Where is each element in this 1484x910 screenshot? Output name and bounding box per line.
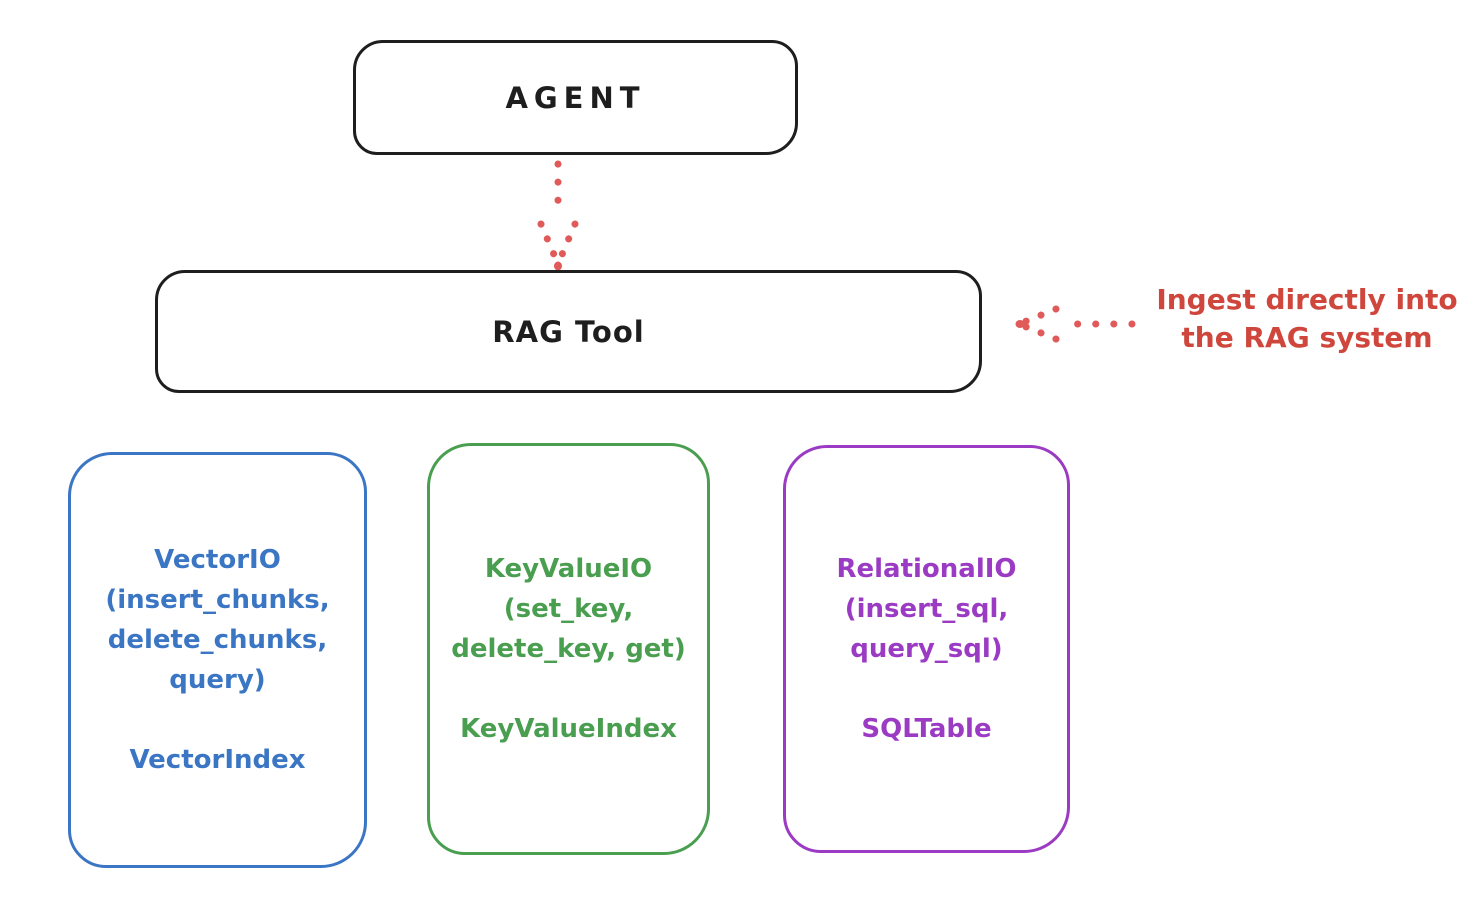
vector-io-label-line: VectorIO — [154, 545, 281, 575]
agent-label: AGENT — [505, 80, 646, 115]
agent-to-rag-arrow — [537, 160, 579, 271]
ingest-annotation: Ingest directly into the RAG system — [1135, 281, 1479, 357]
rag-tool-label: RAG Tool — [492, 314, 645, 349]
ingest-annotation-arrow — [1015, 305, 1136, 343]
arrowhead-right — [557, 220, 579, 261]
relational-io-label-line: RelationalIO — [836, 554, 1017, 584]
annotation-line: Ingest directly into — [1156, 283, 1458, 316]
relational-io-node: RelationalIO (insert_sql, query_sql) SQL… — [783, 445, 1070, 853]
vector-index-label: VectorIndex — [129, 745, 306, 775]
key-value-index-label: KeyValueIndex — [460, 714, 677, 744]
arrowhead-tip — [1015, 320, 1025, 328]
relational-io-label-line: query_sql) — [850, 634, 1003, 664]
arrowhead-left — [537, 220, 559, 261]
arrowhead-tip — [554, 261, 562, 271]
vector-io-label-line: delete_chunks, — [107, 625, 328, 655]
key-value-io-label-line: (set_key, — [503, 594, 634, 624]
annotation-line: the RAG system — [1181, 321, 1433, 354]
sql-table-label: SQLTable — [861, 714, 992, 744]
vector-io-node: VectorIO (insert_chunks, delete_chunks, … — [68, 452, 367, 868]
arrowhead-top — [1020, 305, 1060, 326]
key-value-io-label-line: delete_key, get) — [451, 634, 686, 664]
relational-io-label-line: (insert_sql, — [844, 594, 1009, 624]
key-value-io-node: KeyValueIO (set_key, delete_key, get) Ke… — [427, 443, 710, 855]
arrowhead-bottom — [1020, 322, 1060, 343]
vector-io-label-line: (insert_chunks, — [105, 585, 330, 615]
vector-io-label-line: query) — [169, 665, 266, 695]
rag-tool-node: RAG Tool — [155, 270, 982, 393]
agent-node: AGENT — [353, 40, 798, 155]
key-value-io-label-line: KeyValueIO — [484, 554, 653, 584]
